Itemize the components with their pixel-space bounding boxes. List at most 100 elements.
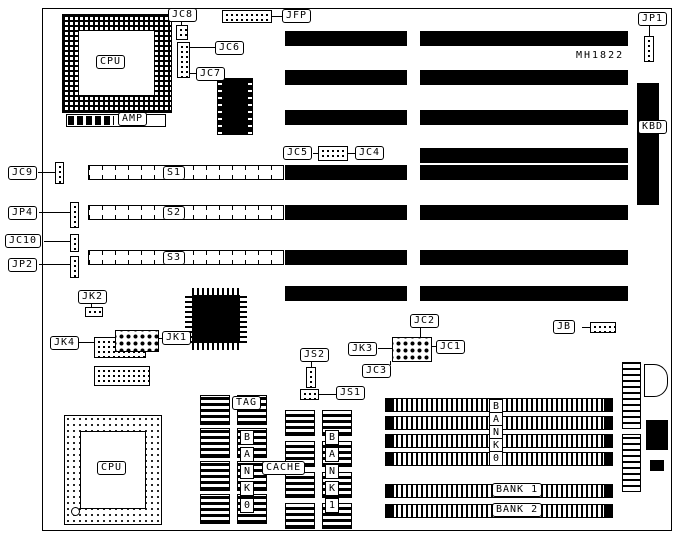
pin1-marker [71,507,80,516]
jb-connector [590,322,616,333]
leader-line [38,172,55,173]
cache-bank1-letter: K [325,481,339,496]
expansion-slot-segment [420,31,628,46]
jc8-connector [176,25,188,40]
kbd-connector [637,83,659,205]
js1-connector [300,389,319,400]
leader-line [348,153,355,154]
kbd-label: KBD [638,120,668,134]
leader-line [79,342,94,343]
slot-s2-label: S2 [163,206,186,220]
expansion-slot-segment [285,250,407,265]
expansion-slot-segment [420,148,628,163]
cache-chip [200,494,230,524]
bios-chip [217,78,253,135]
leader-line [39,212,70,213]
slot-s3 [88,250,284,265]
leader-line [582,327,590,328]
jfp-connector [222,10,272,23]
jumper-label-jfp: JFP [282,9,312,23]
cache-bank1-letter: N [325,464,339,479]
jumper-label-js1: JS1 [336,386,366,400]
leader-line [190,73,196,74]
expansion-slot-segment [285,286,407,301]
chip-body [192,295,240,343]
external-connector [646,420,668,450]
jc1-jc2-jc3-jk3-connector [392,337,432,362]
expansion-slot-segment [285,165,407,180]
cache-bank0-letter: A [240,447,254,462]
cache-bank0-letter: B [240,430,254,445]
leader-line [432,346,436,347]
amp-connector-pins [68,116,114,125]
power-connector-2 [622,434,641,492]
expansion-slot-segment [420,205,628,220]
jumper-label-jk1: JK1 [162,331,192,345]
amp-label: AMP [118,112,148,126]
expansion-slot-segment [285,31,407,46]
jumper-label-jc2: JC2 [410,314,440,328]
cache-bank0-letter: K [240,481,254,496]
jumper-label-jc4: JC4 [355,146,385,160]
leader-line [313,153,318,154]
chip-pins-right [240,295,247,343]
small-component [650,460,664,471]
cache-chip [200,461,230,491]
leader-line [91,304,92,307]
jumper-label-jc8: JC8 [168,8,198,22]
jp2-connector [70,256,79,278]
cpu-top-label: CPU [96,55,126,69]
chip-pins-left [185,295,192,343]
leader-line [44,241,70,242]
leader-line [649,26,650,36]
jc10-connector [70,234,79,252]
cache-bank1-letter: B [325,430,339,445]
expansion-slot-segment [420,165,628,180]
cache-label: CACHE [262,461,306,475]
tag-label: TAG [232,396,262,410]
cache-chip [285,472,315,498]
dram-bank1-label: BANK 1 [492,483,543,497]
expansion-slot-segment [420,286,628,301]
slot-s3-label: S3 [163,251,186,265]
leader-line [378,348,392,349]
cache-chip [200,428,230,458]
jumper-label-jc5: JC5 [283,146,313,160]
leader-line [311,362,312,367]
jumper-label-jk4: JK4 [50,336,80,350]
jumper-label-jc7: JC7 [196,67,226,81]
expansion-slot-segment [420,110,628,125]
jumper-label-jc6: JC6 [215,41,245,55]
js2-connector [306,367,316,388]
leader-line [39,264,70,265]
din-connector [644,364,668,397]
cache-chip [200,395,230,425]
jk4-connector-lower [94,366,150,386]
cache-bank1-letter: A [325,447,339,462]
cache-chip [285,410,315,436]
jumper-label-jb: JB [553,320,576,334]
jumper-label-jp2: JP2 [8,258,38,272]
cache-bank0-letter: N [240,464,254,479]
jc5-jc4-connector [318,146,348,161]
expansion-slot-segment [285,205,407,220]
expansion-slot-segment [285,110,407,125]
leader-line [159,338,162,339]
leader-line [420,328,421,338]
chipset-chip [185,288,247,350]
dram-bank2-label: BANK 2 [492,503,543,517]
power-connector [622,362,641,429]
expansion-slot-segment [420,250,628,265]
jumper-label-jc10: JC10 [5,234,42,248]
cache-bank0-letter: 0 [240,498,254,513]
jc6-jc7-connector [177,42,190,78]
jumper-label-jp1: JP1 [638,12,668,26]
jumper-label-jk2: JK2 [78,290,108,304]
jp4-connector [70,202,79,228]
slot-s2 [88,205,284,220]
dram-bank0-letter: 0 [489,451,503,466]
slot-s1-label: S1 [163,166,186,180]
jc9-connector [55,162,64,184]
slot-s1 [88,165,284,180]
